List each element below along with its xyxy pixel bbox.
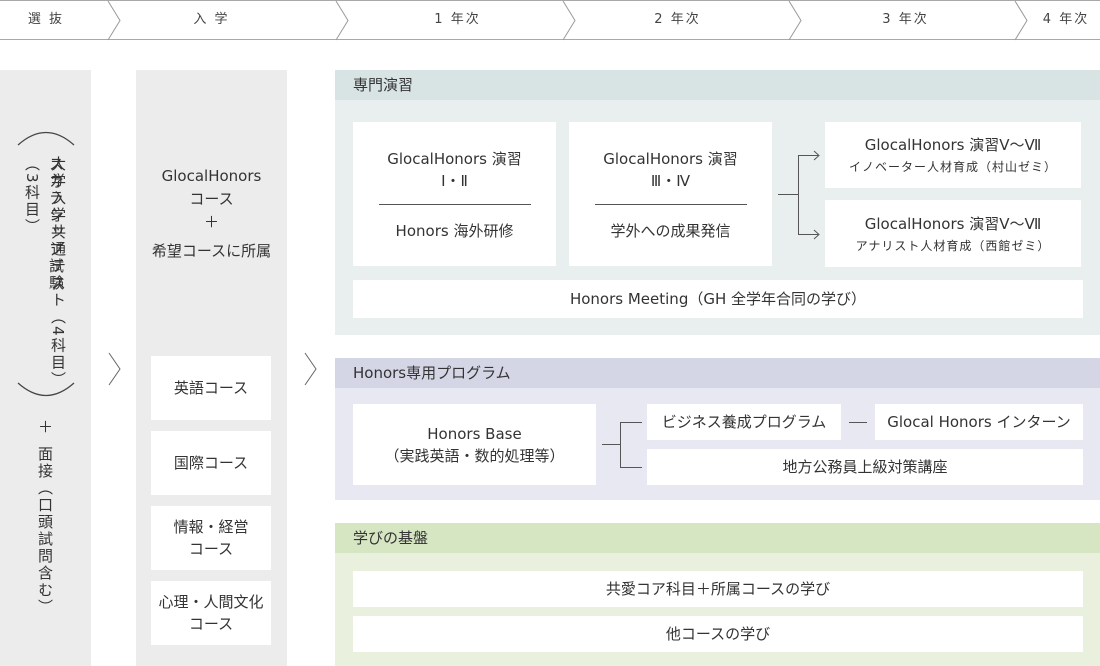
seminar-box-innovator: GlocalHonors 演習Ⅴ～Ⅶ イノベーター人材育成（村山ゼミ） — [825, 122, 1081, 188]
program-title: Honors専用プログラム — [335, 358, 1100, 388]
plus-sign: ＋ — [37, 418, 53, 436]
course-info-management: 情報・経営 コース — [151, 506, 271, 570]
step-year-2: 2 年次 — [654, 12, 701, 27]
business-program-box: ビジネス養成プログラム — [647, 404, 841, 440]
connector-line — [798, 234, 818, 235]
connector-line — [620, 467, 642, 468]
step-bar: 選 抜 入 学 1 年次 2 年次 3 年次 4 年次 — [0, 0, 1100, 41]
arrow-right-icon — [813, 150, 820, 161]
civil-service-box: 地方公務員上級対策講座 — [647, 449, 1083, 485]
divider — [378, 204, 531, 205]
close-brace — [16, 382, 76, 398]
seminar-box-analyst: GlocalHonors 演習Ⅴ～Ⅶ アナリスト人材育成（西館ゼミ） — [825, 200, 1081, 267]
course-english: 英語コース — [151, 356, 271, 420]
step-year-3: 3 年次 — [882, 12, 929, 27]
open-brace — [16, 130, 76, 146]
program-section: Honors専用プログラム Honors Base （実践英語・数的処理等） ビ… — [335, 358, 1100, 500]
connector-line — [798, 155, 799, 234]
scholarship-exam-label: スカラシップ試験（3科目） — [23, 156, 65, 292]
selection-column: 大学入学共通テスト（4科目） スカラシップ試験（3科目） ＋ 面接（口頭試問含む… — [0, 70, 91, 666]
arrow-right-icon — [813, 229, 820, 240]
honors-base-box: Honors Base （実践英語・数的処理等） — [353, 404, 596, 485]
course-psychology: 心理・人間文化 コース — [151, 581, 271, 645]
foundation-section: 学びの基盤 共愛コア科目＋所属コースの学び 他コースの学び — [335, 523, 1100, 666]
interview-label: 面接（口頭試問含む） — [36, 446, 54, 616]
foundation-title: 学びの基盤 — [335, 523, 1100, 553]
chevron-right-icon — [108, 352, 121, 386]
connector-line — [602, 444, 620, 445]
connector-line — [798, 155, 818, 156]
connector-line — [620, 422, 642, 423]
common-test-label: 大学入学共通テスト（4科目） — [49, 156, 67, 389]
other-courses-box: 他コースの学び — [353, 616, 1083, 652]
connector-line — [849, 422, 867, 423]
glocal-intern-box: Glocal Honors インターン — [875, 404, 1083, 440]
core-subjects-box: 共愛コア科目＋所属コースの学び — [353, 571, 1083, 607]
seminar-section: 専門演習 GlocalHonors 演習 Ⅰ・Ⅱ Honors 海外研修 Glo… — [335, 70, 1100, 335]
seminar-title: 専門演習 — [335, 70, 1100, 100]
course-international: 国際コース — [151, 431, 271, 495]
step-selection: 選 抜 — [27, 12, 65, 27]
step-chevrons — [107, 1, 1028, 41]
seminar-box-3-4: GlocalHonors 演習 Ⅲ・Ⅳ 学外への成果発信 — [569, 122, 772, 266]
enrollment-column: GlocalHonors コース ＋ 希望コースに所属 英語コース 国際コース … — [136, 70, 287, 666]
connector-line — [778, 194, 798, 195]
seminar-box-1-2: GlocalHonors 演習 Ⅰ・Ⅱ Honors 海外研修 — [353, 122, 556, 266]
chevron-right-icon — [304, 352, 317, 386]
step-enrollment: 入 学 — [193, 12, 230, 27]
step-year-4: 4 年次 — [1042, 12, 1090, 27]
divider — [594, 204, 747, 205]
step-year-1: 1 年次 — [434, 12, 481, 27]
honors-meeting-box: Honors Meeting（GH 全学年合同の学び） — [353, 280, 1083, 318]
connector-line — [620, 422, 621, 467]
glocalhonors-course-label: GlocalHonors コース ＋ 希望コースに所属 — [151, 167, 272, 260]
